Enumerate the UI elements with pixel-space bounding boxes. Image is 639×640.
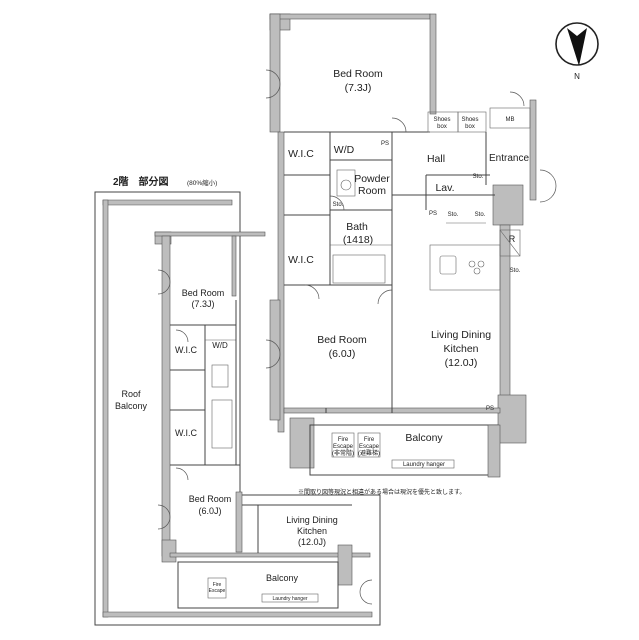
second-floor-title-scale: (80%縮小) (187, 178, 217, 187)
disclaimer-note: ※間取り図等現況と相違がある場合は現況を優先と致します。 (298, 488, 465, 496)
ps-label-3: PS (486, 406, 494, 412)
sf-ldk-label-1: Living Dining (286, 515, 338, 525)
ps-label-2: PS (429, 211, 437, 217)
bedroom-top-size: (7.3J) (345, 82, 372, 94)
sf-bedroom-top-size: (7.3J) (191, 299, 214, 309)
bedroom-mid-name: Bed Room (317, 334, 367, 346)
hall-label: Hall (427, 153, 445, 165)
refrigerator-label: R (509, 234, 516, 244)
ldk-label-2: Kitchen (443, 343, 478, 355)
balcony-label: Balcony (405, 432, 443, 444)
shoes-box-2-line2: box (465, 124, 475, 130)
bath-label: Bath (346, 221, 368, 233)
sf-bedroom-top-name: Bed Room (182, 288, 225, 298)
main-plan-doors (265, 69, 557, 369)
bath-size: (1418) (343, 234, 373, 246)
sto-powder: Sto. (333, 202, 344, 208)
sf-wic-2-label: W.I.C (175, 428, 197, 438)
shoes-box-1-line1: Shoes (433, 117, 450, 123)
shoes-box-2-line1: Shoes (461, 117, 478, 123)
second-floor-plan: 2階 部分図 (80%縮小) (94, 175, 381, 626)
sf-ldk-label-2: Kitchen (297, 526, 327, 536)
fire-escape-2-line1: Fire (364, 437, 375, 443)
ldk-label-1: Living Dining (431, 329, 491, 341)
sf-fire-escape-line1: Fire (213, 582, 222, 588)
sto-kitchen: Sto. (510, 268, 521, 274)
sf-ldk-size: (12.0J) (298, 537, 326, 547)
mb-label: MB (506, 117, 515, 123)
wic-top-label: W.I.C (288, 148, 314, 160)
compass-label: N (574, 72, 580, 81)
compass: N (555, 22, 599, 81)
laundry-hanger-label: Laundry hanger (403, 462, 445, 468)
powder-label-2: Room (358, 185, 386, 197)
ps-label-1: PS (381, 141, 389, 147)
sto-lav: Sto. (473, 174, 484, 180)
sto-hall-2: Sto. (475, 212, 486, 218)
fire-escape-1-line2: Escape (333, 444, 354, 450)
fire-escape-1-line1: Fire (338, 437, 349, 443)
compass-ring (555, 22, 599, 66)
sf-wic-1-label: W.I.C (175, 345, 197, 355)
sf-bedroom-bottom-size: (6.0J) (198, 506, 221, 516)
fire-escape-2-line3: (避難梯) (358, 449, 380, 457)
wic-mid-label: W.I.C (288, 254, 314, 266)
sf-laundry-hanger: Laundry hanger (272, 596, 307, 602)
sf-bedroom-bottom-name: Bed Room (189, 494, 232, 504)
fire-escape-1-line3: (非常階) (332, 449, 354, 457)
sf-roof-balcony-1: Roof (121, 389, 141, 399)
sto-hall-1: Sto. (448, 212, 459, 218)
powder-label-1: Powder (354, 173, 390, 185)
shoes-box-1-line2: box (437, 124, 447, 130)
north-arrow-icon (567, 28, 587, 66)
second-floor-title: 2階 部分図 (113, 175, 169, 188)
main-plan-labels: Bed Room (7.3J) W.I.C W/D Powder Room Ba… (288, 68, 529, 496)
ldk-size: (12.0J) (445, 357, 478, 369)
sf-fire-escape-line2: Escape (209, 588, 226, 594)
bedroom-mid-size: (6.0J) (329, 348, 356, 360)
fire-escape-2-line2: Escape (359, 444, 380, 450)
sf-balcony-label: Balcony (266, 573, 299, 583)
roof-parapet-outer (94, 191, 381, 626)
entrance-label: Entrance (489, 153, 529, 164)
main-plan-walls (269, 13, 537, 478)
lav-label: Lav. (435, 182, 454, 194)
sf-wd-label: W/D (212, 341, 228, 350)
sf-roof-balcony-2: Balcony (115, 401, 148, 411)
bedroom-top-name: Bed Room (333, 68, 383, 80)
wd-label: W/D (334, 144, 355, 156)
